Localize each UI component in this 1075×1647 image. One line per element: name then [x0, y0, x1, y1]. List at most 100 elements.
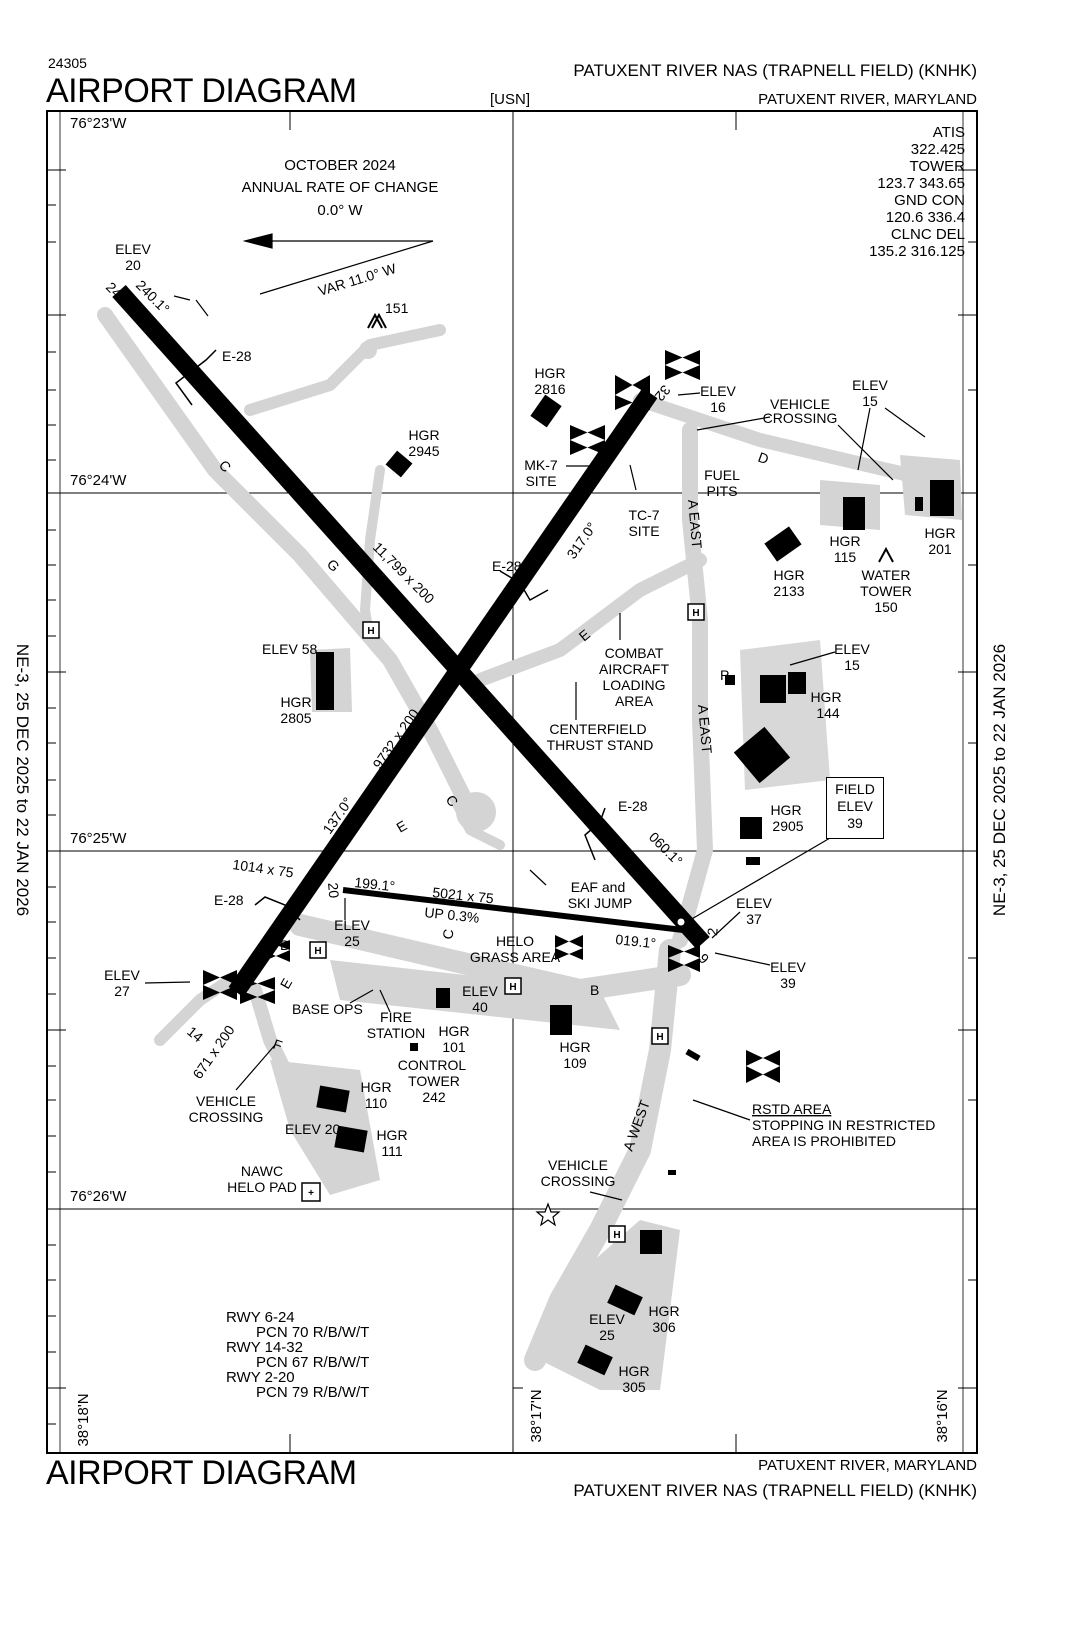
fuel-pits-l1: FUEL	[704, 467, 740, 483]
e28-label-4: E-28	[214, 892, 244, 908]
control-tower-l1: CONTROL	[398, 1057, 467, 1073]
elev-15-top-l1: ELEV	[852, 377, 888, 393]
elev-39-l2: 39	[780, 975, 796, 991]
hgr-201-l2: 201	[928, 541, 952, 557]
hgr-south-building	[640, 1230, 662, 1254]
e28-marker-3	[584, 807, 606, 861]
vehicle-crossing-low-l2: CROSSING	[541, 1173, 616, 1189]
lon-label-3: 76°25'W	[70, 830, 127, 847]
runway-hdg-060: 060.1°	[646, 829, 686, 869]
svg-text:H: H	[314, 946, 321, 957]
svg-text:H: H	[613, 1230, 620, 1241]
hgr-305-l1: HGR	[618, 1363, 649, 1379]
hgr-2133-building	[764, 526, 802, 562]
rstd-title: RSTD AREA	[752, 1101, 832, 1117]
mag-rate-label: ANNUAL RATE OF CHANGE	[241, 179, 439, 196]
taxiway-label-b: B	[280, 937, 289, 953]
page-title: AIRPORT DIAGRAM	[46, 72, 357, 110]
elev-20-l2: 20	[125, 257, 141, 273]
freq-tower-label: TOWER	[909, 158, 965, 175]
field-elev-point	[676, 917, 686, 927]
pcn-rwy-14-32: RWY 14-32	[226, 1339, 303, 1356]
elev-27-l2: 27	[114, 983, 130, 999]
water-tower-symbol	[878, 546, 894, 563]
svg-text:H: H	[509, 982, 516, 993]
elev-16-l1: ELEV	[700, 383, 736, 399]
operator-tag: [USN]	[490, 91, 531, 108]
taxiway-label-e2: E	[394, 817, 410, 836]
hgr-305-l2: 305	[622, 1379, 646, 1395]
helipad-h-glyphs: HHH HHH +	[308, 608, 700, 1241]
water-tower-l3: 150	[874, 599, 898, 615]
combat-area-l2: AIRCRAFT	[599, 661, 669, 677]
runway-end-14: 14	[184, 1023, 206, 1045]
buildings	[316, 394, 954, 1376]
hgr-2905-l2: 2905	[772, 818, 803, 834]
runway-hdg-199: 199.1°	[354, 874, 396, 894]
fire-station-l1: FIRE	[380, 1009, 412, 1025]
lat-label-1: 38°18'N	[75, 1393, 93, 1447]
field-elev-l1: FIELD	[835, 781, 875, 797]
pcn-value-14-32: PCN 67 R/B/W/T	[256, 1354, 370, 1371]
hgr-101-l2: 101	[442, 1039, 466, 1055]
elev-16-l2: 16	[710, 399, 726, 415]
helipad-1	[362, 621, 380, 639]
elev-58-label: ELEV 58	[262, 641, 317, 657]
obstruction-151-label: 151	[385, 300, 409, 316]
map-frame	[46, 110, 978, 1454]
taxiway-a-east	[672, 422, 713, 948]
lat-label-3: 38°16'N	[934, 1389, 952, 1443]
runway-6-24	[112, 284, 710, 950]
nawc-l2: HELO PAD	[227, 1179, 297, 1195]
taxiway-d	[633, 393, 937, 487]
grid-ticks	[47, 111, 977, 1453]
elev-37-l1: ELEV	[736, 895, 772, 911]
freq-atis-label: ATIS	[932, 124, 965, 141]
elev-40-building	[436, 988, 450, 1008]
apron-central	[330, 960, 620, 1030]
svg-text:H: H	[367, 626, 374, 637]
hgr-2816-l1: HGR	[534, 365, 565, 381]
mag-variation: VAR 11.0° W	[316, 260, 398, 299]
mk7-l2: SITE	[525, 473, 556, 489]
airport-location: PATUXENT RIVER, MARYLAND	[758, 91, 977, 108]
hgr-306-l2: 306	[652, 1319, 676, 1335]
beacon-star	[535, 1202, 561, 1227]
taxiway-label-c3: C	[439, 928, 457, 941]
footer-location: PATUXENT RIVER, MARYLAND	[758, 1457, 977, 1474]
hgr-2945-building	[385, 450, 413, 478]
freq-gnd: 120.6 336.4	[885, 209, 965, 226]
taxiway-c-g	[97, 307, 478, 818]
rstd-text-l2: AREA IS PROHIBITED	[752, 1133, 896, 1149]
hgr-2945-l2: 2945	[408, 443, 439, 459]
hgr-201-building	[930, 480, 954, 516]
pcn-rwy-6-24: RWY 6-24	[226, 1309, 295, 1326]
elev-20-low-label: ELEV 20	[285, 1121, 340, 1137]
combat-area-l1: COMBAT	[605, 645, 664, 661]
e28-marker-4	[254, 896, 301, 921]
fuel-pits-l2: PITS	[706, 483, 737, 499]
runway-14-32	[228, 387, 658, 998]
obstruction-151	[367, 312, 387, 329]
hgr-111-building	[334, 1125, 368, 1153]
svg-text:+: +	[308, 1188, 314, 1199]
hgr-2133-l2: 2133	[773, 583, 804, 599]
e28-label-2: E-28	[492, 558, 522, 574]
apron-south	[540, 1220, 680, 1390]
taxiway-label-e3: E	[277, 975, 296, 991]
footer-airport-name: PATUXENT RIVER NAS (TRAPNELL FIELD) (KNH…	[573, 1481, 977, 1500]
hgr-101-l1: HGR	[438, 1023, 469, 1039]
footer-title: AIRPORT DIAGRAM	[46, 1454, 357, 1492]
lat-lon-grid	[47, 111, 977, 1453]
thrust-stand-l2: THRUST STAND	[547, 737, 654, 753]
tc7-l1: TC-7	[628, 507, 659, 523]
control-tower-l2: TOWER	[408, 1073, 460, 1089]
overrun-dims-1: 1014 x 75	[232, 856, 295, 880]
runways	[112, 284, 710, 998]
taxiway-label-b2: B	[590, 982, 599, 998]
taxiway-label-a-east-2: A EAST	[695, 704, 715, 755]
control-tower-building	[410, 1043, 418, 1051]
doc-number: 24305	[48, 55, 87, 71]
control-tower-l3: 242	[422, 1089, 446, 1105]
